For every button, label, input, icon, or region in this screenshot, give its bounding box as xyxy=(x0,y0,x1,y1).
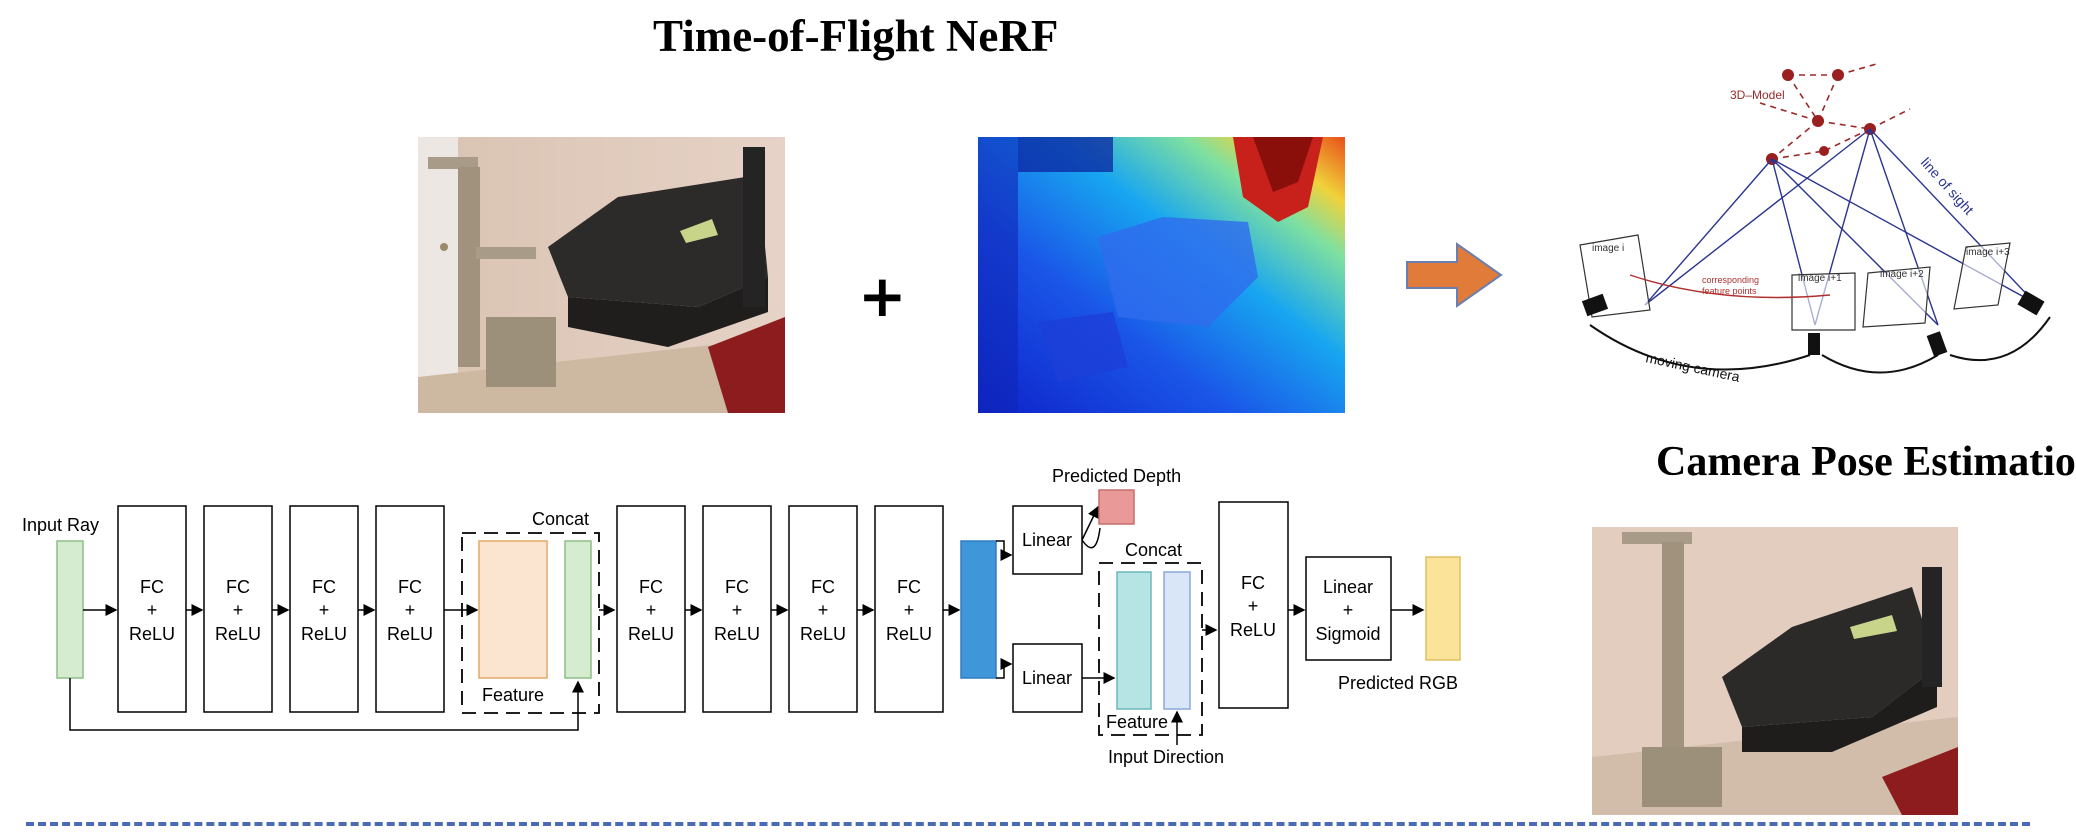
model-label: 3D–Model xyxy=(1730,88,1785,102)
feature-block-2 xyxy=(1116,571,1152,710)
fc-block-6: FC + ReLU xyxy=(702,505,772,713)
svg-text:FC: FC xyxy=(897,577,921,597)
svg-text:+: + xyxy=(319,600,330,620)
svg-text:+: + xyxy=(1343,600,1354,620)
svg-text:ReLU: ReLU xyxy=(301,624,347,644)
pose-photo-image xyxy=(1592,527,1958,815)
svg-text:ReLU: ReLU xyxy=(800,624,846,644)
line-of-sight-label: line of sight xyxy=(1918,154,1977,217)
svg-text:ReLU: ReLU xyxy=(628,624,674,644)
svg-text:FC: FC xyxy=(312,577,336,597)
svg-text:+: + xyxy=(233,600,244,620)
fc-block-8: FC + ReLU xyxy=(874,505,944,713)
image-planes xyxy=(1579,234,2011,331)
concat-box-2 xyxy=(1098,562,1203,736)
svg-text:ReLU: ReLU xyxy=(1230,620,1276,640)
fc-block-7: FC + ReLU xyxy=(788,505,858,713)
pose-title: Camera Pose Estimation xyxy=(1656,439,2076,485)
split-block xyxy=(960,540,997,679)
feature-label-1: Feature xyxy=(482,685,544,705)
camera-path-3 xyxy=(1949,316,2051,362)
svg-text:Linear: Linear xyxy=(1323,577,1373,597)
svg-text:+: + xyxy=(646,600,657,620)
concat-label-2: Concat xyxy=(1125,540,1182,560)
linear-block-bottom: Linear xyxy=(1012,643,1083,713)
image-i3-label: image i+3 xyxy=(1966,247,2010,258)
page-title: Time-of-Flight NeRF xyxy=(653,11,1059,61)
svg-text:ReLU: ReLU xyxy=(886,624,932,644)
svg-text:+: + xyxy=(818,600,829,620)
camera-icons xyxy=(1581,290,2045,357)
svg-text:ReLU: ReLU xyxy=(129,624,175,644)
network-diagram: Input Ray FC + ReLU FC + ReLU FC + ReLU … xyxy=(22,466,1461,767)
svg-text:+: + xyxy=(1248,596,1259,616)
plus-sign: + xyxy=(858,262,907,330)
svg-text:FC: FC xyxy=(725,577,749,597)
svg-text:ReLU: ReLU xyxy=(387,624,433,644)
predicted-depth-label: Predicted Depth xyxy=(1052,466,1181,486)
sfm-diagram: 3D–Model line of sight image i image i+1… xyxy=(1579,62,2051,385)
predicted-rgb-block xyxy=(1425,556,1461,661)
svg-text:Sigmoid: Sigmoid xyxy=(1315,624,1380,644)
linear-block-top: Linear xyxy=(1012,505,1083,575)
input-ray-block xyxy=(56,540,84,679)
rgb-photo-image xyxy=(418,137,785,413)
correspondence-label-1: corresponding xyxy=(1702,275,1759,285)
skip-connection xyxy=(69,678,584,731)
feature-block-1 xyxy=(478,540,548,679)
dashed-divider xyxy=(26,822,2030,826)
sigmoid-block: Linear + Sigmoid xyxy=(1305,556,1392,661)
fc-block-final: FC + ReLU xyxy=(1218,501,1289,709)
moving-camera-label: moving camera xyxy=(1644,349,1741,385)
right-arrow-icon xyxy=(1406,242,1503,308)
correspondence-label-2: feature points xyxy=(1702,286,1757,296)
svg-text:Linear: Linear xyxy=(1022,668,1072,688)
svg-text:ReLU: ReLU xyxy=(215,624,261,644)
svg-text:FC: FC xyxy=(1241,573,1265,593)
image-i2-label: image i+2 xyxy=(1880,269,1924,280)
predicted-depth-block xyxy=(1098,489,1135,525)
svg-text:FC: FC xyxy=(140,577,164,597)
concat-box-1 xyxy=(461,532,600,714)
concat-label-1: Concat xyxy=(532,509,589,529)
fc-block-3: FC + ReLU xyxy=(289,505,359,713)
model-edges xyxy=(1759,62,1911,160)
predicted-rgb-label: Predicted RGB xyxy=(1338,673,1458,693)
depth-map xyxy=(978,137,1345,413)
fc-block-2: FC + ReLU xyxy=(203,505,273,713)
svg-text:+: + xyxy=(732,600,743,620)
image-i-label: image i xyxy=(1592,243,1624,254)
svg-text:+: + xyxy=(904,600,915,620)
svg-text:FC: FC xyxy=(398,577,422,597)
svg-text:Linear: Linear xyxy=(1022,530,1072,550)
svg-text:ReLU: ReLU xyxy=(714,624,760,644)
fc-block-1: FC + ReLU xyxy=(117,505,187,713)
fc-block-4: FC + ReLU xyxy=(375,505,445,713)
feature-label-2: Feature xyxy=(1106,712,1168,732)
svg-text:FC: FC xyxy=(639,577,663,597)
direction-block xyxy=(1163,571,1191,710)
camera-path-2 xyxy=(1821,354,1939,374)
svg-text:FC: FC xyxy=(226,577,250,597)
pose-photo xyxy=(1592,527,1958,815)
image-i1-label: image i+1 xyxy=(1798,273,1842,284)
input-direction-label: Input Direction xyxy=(1108,747,1224,767)
ray-block-2 xyxy=(564,540,592,679)
svg-text:+: + xyxy=(405,600,416,620)
camera-path-1 xyxy=(1589,324,1811,371)
svg-text:+: + xyxy=(147,600,158,620)
depth-map-image xyxy=(978,137,1345,413)
rgb-photo xyxy=(418,137,785,413)
input-ray-label: Input Ray xyxy=(22,515,99,535)
svg-text:FC: FC xyxy=(811,577,835,597)
fc-block-5: FC + ReLU xyxy=(616,505,686,713)
